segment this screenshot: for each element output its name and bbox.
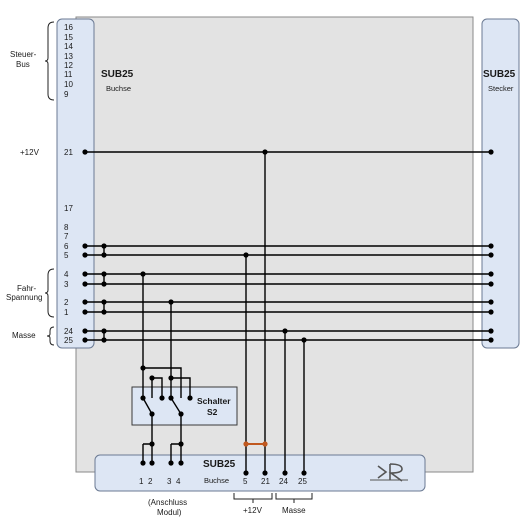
bottom-pin-1: 1 bbox=[139, 477, 144, 486]
jumper-dots bbox=[243, 441, 268, 447]
pin-14: 14 bbox=[64, 42, 73, 51]
pin-9: 9 bbox=[64, 90, 69, 99]
bracket-masse bbox=[275, 493, 313, 503]
bottom-connector-title: SUB25 bbox=[203, 459, 236, 470]
left-connector-subtitle: Buchse bbox=[106, 84, 131, 93]
label-plus12: +12V bbox=[20, 148, 40, 157]
switch-lever-1 bbox=[142, 397, 153, 415]
label-bottom-masse: Masse bbox=[282, 506, 306, 515]
bottom-pin-4: 4 bbox=[176, 477, 181, 486]
pin-21: 21 bbox=[64, 148, 73, 157]
bottom-connector-subtitle: Buchse bbox=[204, 476, 229, 485]
pin-11: 11 bbox=[64, 70, 73, 79]
pin-2: 2 bbox=[64, 298, 69, 307]
logo-mark bbox=[370, 463, 408, 482]
bottom-connector bbox=[94, 454, 426, 492]
pin-13: 13 bbox=[64, 52, 73, 61]
pin-5: 5 bbox=[64, 251, 69, 260]
label-fahr-1: Fahr- bbox=[17, 284, 36, 293]
label-masse: Masse bbox=[12, 331, 36, 340]
pin-24: 24 bbox=[64, 327, 73, 336]
pin-10: 10 bbox=[64, 80, 73, 89]
switch-subtitle: S2 bbox=[207, 407, 218, 417]
switch-top-cross bbox=[152, 377, 163, 398]
bottom-pin-2: 2 bbox=[148, 477, 153, 486]
bottom-pin-25: 25 bbox=[298, 477, 307, 486]
brace-steuer bbox=[44, 21, 55, 101]
switch-box bbox=[131, 386, 238, 426]
pin-15: 15 bbox=[64, 33, 73, 42]
brace-masse bbox=[46, 326, 55, 346]
pin-17: 17 bbox=[64, 204, 73, 213]
bottom-pin-21: 21 bbox=[261, 477, 270, 486]
right-connector bbox=[481, 18, 520, 349]
bottom-pin-labels: 1 2 3 4 5 21 24 25 bbox=[139, 477, 307, 486]
left-pin-labels: 16 15 14 13 12 11 10 9 21 17 8 7 6 5 4 3… bbox=[64, 23, 73, 345]
switch-title: Schalter bbox=[197, 396, 231, 406]
label-anschluss-2: Modul) bbox=[157, 508, 182, 517]
pin-16: 16 bbox=[64, 23, 73, 32]
junction-dots bbox=[82, 149, 494, 476]
label-steuer-2: Bus bbox=[16, 60, 30, 69]
right-connector-title: SUB25 bbox=[483, 69, 516, 80]
bottom-pin-5: 5 bbox=[243, 477, 248, 486]
pin-12: 12 bbox=[64, 61, 73, 70]
pin-8: 8 bbox=[64, 223, 69, 232]
right-connector-subtitle: Stecker bbox=[488, 84, 514, 93]
brace-fahr bbox=[44, 268, 55, 318]
bottom-pin-3: 3 bbox=[167, 477, 172, 486]
pin-25: 25 bbox=[64, 336, 73, 345]
switch-top-right bbox=[171, 377, 191, 398]
switch-top-left bbox=[143, 367, 182, 398]
left-connector-title: SUB25 bbox=[101, 69, 134, 80]
pin-6: 6 bbox=[64, 242, 69, 251]
label-steuer-1: Steuer- bbox=[10, 50, 37, 59]
pin-7: 7 bbox=[64, 232, 69, 241]
bracket-plus12 bbox=[233, 493, 273, 503]
pin-1: 1 bbox=[64, 308, 69, 317]
pin-3: 3 bbox=[64, 280, 69, 289]
switch-lever-2 bbox=[170, 397, 182, 415]
left-connector bbox=[56, 18, 95, 349]
bottom-pin-24: 24 bbox=[279, 477, 288, 486]
label-fahr-2: Spannung bbox=[6, 293, 42, 302]
label-anschluss-1: (Anschluss bbox=[148, 498, 187, 507]
wires bbox=[85, 151, 491, 473]
pin-4: 4 bbox=[64, 270, 69, 279]
label-bottom-plus12: +12V bbox=[243, 506, 263, 515]
